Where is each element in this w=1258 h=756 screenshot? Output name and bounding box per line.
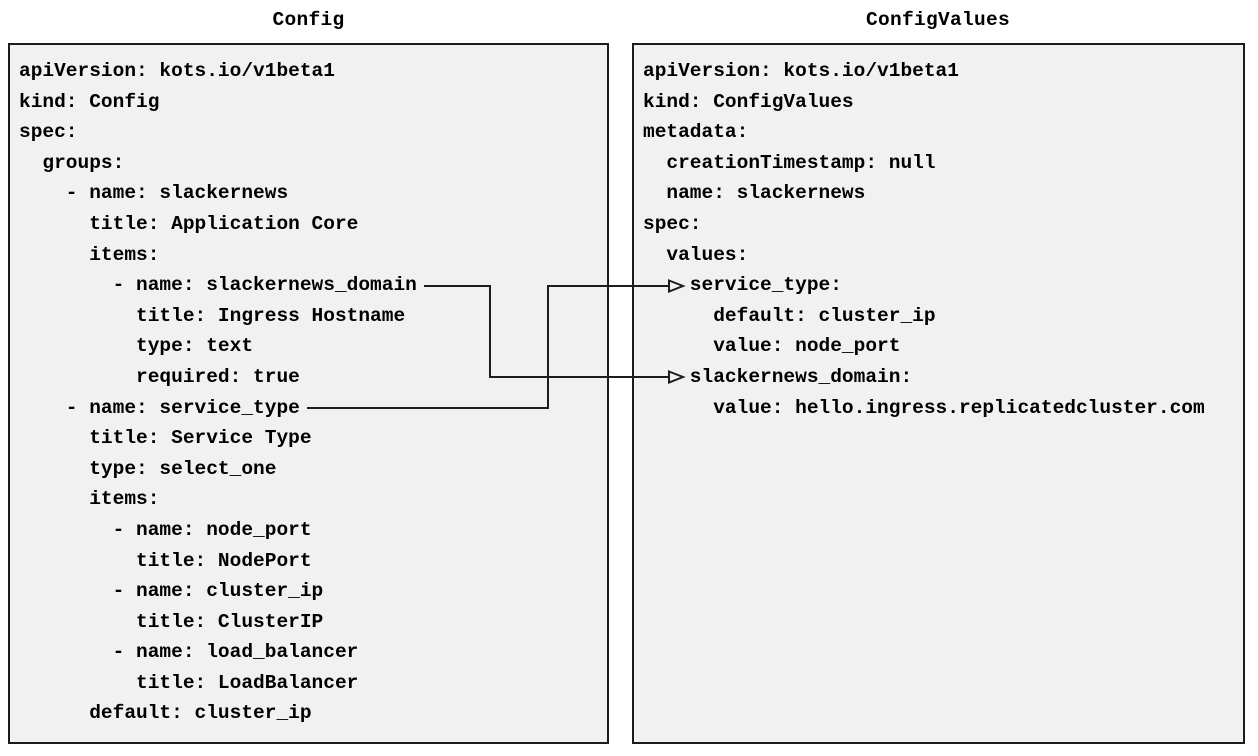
configvalues-panel: apiVersion: kots.io/v1beta1 kind: Config… bbox=[632, 43, 1245, 744]
configvalues-yaml-code: apiVersion: kots.io/v1beta1 kind: Config… bbox=[643, 60, 1205, 419]
config-yaml-code: apiVersion: kots.io/v1beta1 kind: Config… bbox=[19, 60, 417, 725]
config-panel-title: Config bbox=[272, 9, 345, 31]
configvalues-panel-title: ConfigValues bbox=[865, 9, 1011, 31]
config-panel: apiVersion: kots.io/v1beta1 kind: Config… bbox=[8, 43, 609, 744]
